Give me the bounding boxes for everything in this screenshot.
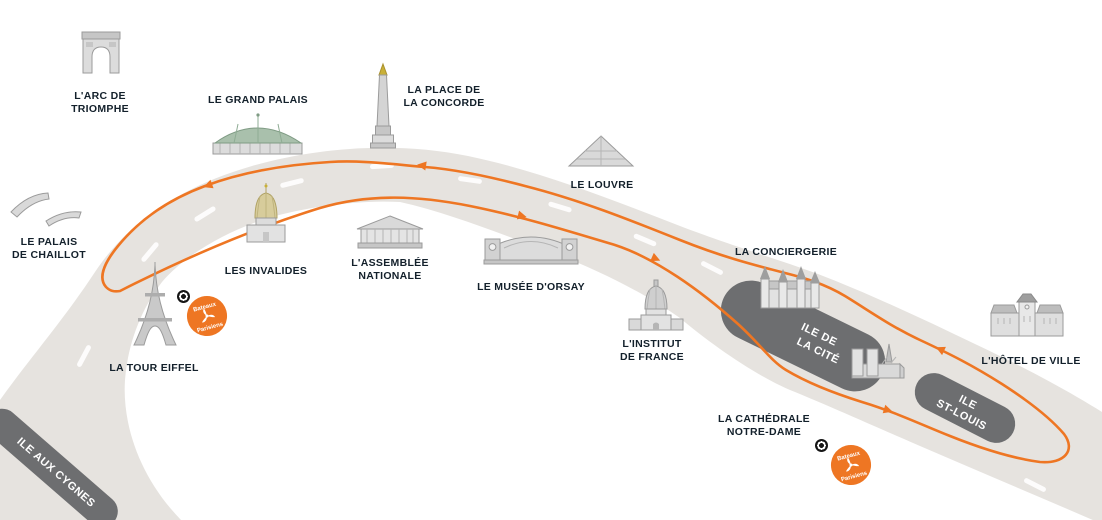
route-arrow [650,252,661,262]
label-place-concorde: LA PLACE DE LA CONCORDE [403,84,484,110]
label-line: LE PALAIS [20,236,78,248]
assemblee-nationale-icon [352,214,428,250]
label-line: L'HÔTEL DE VILLE [981,355,1081,367]
label-line: LE MUSÉE D'ORSAY [477,281,585,293]
label-tour-eiffel: LA TOUR EIFFEL [109,362,198,375]
route-arrow [882,404,893,414]
stop-marker-eiffel [177,290,190,303]
louvre-pyramid-icon [566,132,636,170]
label-line: DE CHAILLOT [12,248,86,261]
label-line: L'ASSEMBLÉE [351,257,429,269]
route-arrow [203,179,214,189]
logo-pinwheel-icon [845,457,860,472]
bateaux-parisiens-logo-west: Bateaux Parisiens [186,295,228,337]
arc-de-triomphe-icon [75,28,127,74]
label-line: NOTRE-DAME [726,425,802,438]
route-direction-arrows [203,161,946,414]
label-line: LA TOUR EIFFEL [109,362,199,374]
label-grand-palais: LE GRAND PALAIS [208,94,308,107]
label-palais-chaillot: LE PALAIS DE CHAILLOT [12,236,86,262]
label-line: NATIONALE [358,269,422,282]
label-line: L'INSTITUT [622,338,682,350]
invalides-icon [243,182,289,246]
label-line: LES INVALIDES [224,265,308,277]
label-institut-france: L'INSTITUT DE FRANCE [620,338,684,364]
label-assemblee-nationale: L'ASSEMBLÉE NATIONALE [351,257,429,283]
route-arrow [516,210,527,220]
label-musee-orsay: LE MUSÉE D'ORSAY [477,281,585,294]
label-line: LE GRAND PALAIS [208,94,308,106]
label-notre-dame: LA CATHÉDRALE NOTRE-DAME [718,413,810,439]
label-line: LA CONCORDE [403,96,485,109]
water-current-dashes [77,162,1046,492]
eiffel-tower-icon [132,262,178,348]
institut-de-france-icon [628,276,684,334]
hotel-de-ville-icon [986,292,1068,342]
label-hotel-de-ville: L'HÔTEL DE VILLE [981,355,1080,368]
musee-orsay-icon [482,226,580,266]
grand-palais-icon [210,112,305,156]
label-arc-de-triomphe: L'ARC DE TRIOMPHE [71,90,129,116]
concorde-obelisk-icon [370,62,396,158]
label-line: LA CATHÉDRALE [718,413,810,425]
label-line: LA CONCIERGERIE [734,246,838,258]
route-arrow [417,161,427,171]
label-line: TRIOMPHE [71,102,129,115]
palais-de-chaillot-icon [8,188,84,230]
label-invalides: LES INVALIDES [225,265,307,278]
label-line: LE LOUVRE [570,179,634,191]
cruise-route-line [101,160,1071,464]
label-louvre: LE LOUVRE [571,179,634,192]
stop-marker-notre-dame [815,439,828,452]
conciergerie-icon [752,262,826,316]
seine-river [0,147,1102,520]
label-conciergerie: LA CONCIERGERIE [735,246,837,259]
label-line: DE FRANCE [620,350,684,363]
logo-pinwheel-icon [201,308,216,323]
notre-dame-icon [846,342,906,388]
label-line: L'ARC DE [74,90,126,102]
label-line: LA PLACE DE [407,84,481,96]
route-arrow [935,346,946,356]
bateaux-parisiens-logo-east: Bateaux Parisiens [830,444,872,486]
